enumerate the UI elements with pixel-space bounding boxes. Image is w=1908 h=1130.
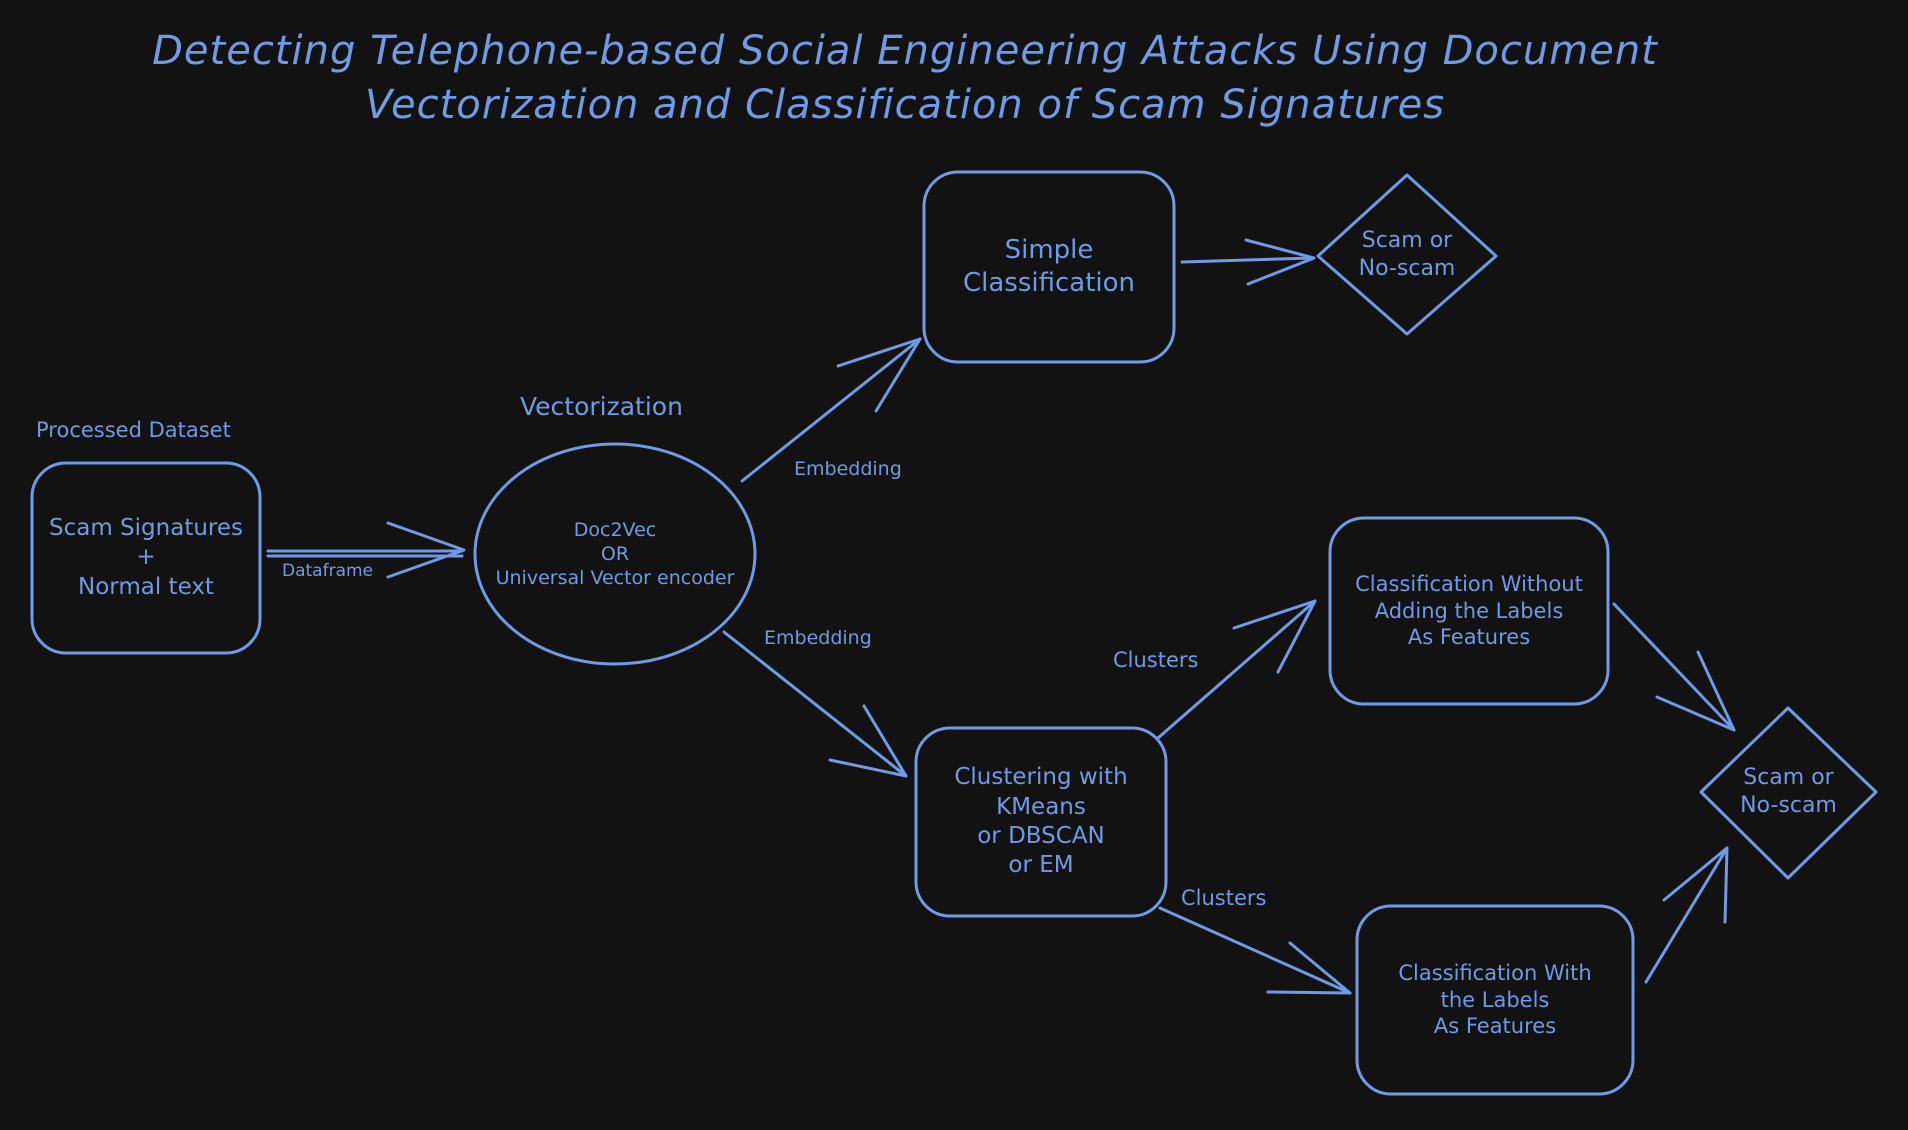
vectorizer-ellipse — [473, 442, 757, 666]
diagram-title-line-2: Vectorization and Classification of Scam… — [364, 82, 1446, 128]
decision-bottom-text: Scam or No-scam — [1701, 737, 1876, 847]
edge-label-embedding-top: Embedding — [794, 458, 902, 480]
vectorizer-line-3: Universal Vector encoder — [495, 567, 735, 590]
arrow-without-to-decision — [1612, 602, 1736, 732]
decision-top-text: Scam or No-scam — [1318, 200, 1496, 310]
edge-label-dataframe: Dataframe — [282, 561, 374, 581]
classification-with-box — [1355, 904, 1635, 1096]
arrow-with-to-decision — [1644, 846, 1729, 984]
arrow-vectorizer-to-clustering — [722, 630, 908, 778]
clustering-text: Clustering with KMeans or DBSCAN or EM — [916, 728, 1166, 916]
decision-top-diamond — [1316, 173, 1498, 336]
classification-without-text: Classification Without Adding the Labels… — [1330, 518, 1608, 704]
arrow-clustering-to-with — [1158, 906, 1352, 995]
dataset-line-3: Normal text — [78, 573, 214, 600]
clustering-line-4: or EM — [1008, 852, 1074, 879]
simple-classification-text: Simple Classification — [924, 172, 1174, 362]
classification-without-line-3: As Features — [1407, 625, 1531, 650]
dataset-box — [30, 461, 262, 655]
dataset-line-2: + — [136, 544, 156, 571]
dataset-text: Scam Signatures + Normal text — [32, 463, 260, 653]
vectorizer-text: Doc2Vec OR Universal Vector encoder — [475, 494, 755, 614]
dataset-heading: Processed Dataset — [36, 418, 231, 442]
simple-classification-line-2: Classification — [962, 268, 1136, 298]
classification-with-line-2: the Labels — [1440, 987, 1550, 1012]
decision-top-line-1: Scam or — [1361, 227, 1453, 253]
arrow-vectorizer-to-simple — [740, 337, 922, 483]
clustering-box — [914, 726, 1168, 918]
vectorizer-line-1: Doc2Vec — [573, 518, 657, 541]
edge-label-clusters-top: Clusters — [1113, 648, 1199, 672]
classification-with-line-1: Classification With — [1398, 960, 1592, 985]
arrow-simple-to-decision — [1180, 238, 1316, 286]
classification-without-box — [1328, 516, 1610, 706]
edge-label-embedding-bottom: Embedding — [764, 627, 872, 649]
simple-classification-line-1: Simple — [1004, 234, 1094, 265]
decision-bottom-diamond — [1699, 706, 1878, 880]
dataset-line-1: Scam Signatures — [49, 514, 243, 541]
vectorizer-line-2: OR — [600, 542, 630, 565]
decision-top-line-2: No-scam — [1358, 256, 1456, 281]
clustering-line-1: Clustering with — [954, 764, 1128, 791]
decision-bottom-line-1: Scam or — [1743, 764, 1834, 790]
edge-label-clusters-bottom: Clusters — [1181, 886, 1267, 910]
clustering-line-3: or DBSCAN — [977, 823, 1105, 849]
classification-without-line-1: Classification Without — [1355, 571, 1583, 596]
classification-without-line-2: Adding the Labels — [1374, 598, 1564, 623]
simple-classification-box — [922, 170, 1176, 364]
clustering-line-2: KMeans — [996, 793, 1086, 820]
arrow-dataset-to-vectorizer — [266, 521, 466, 579]
diagram-title-line-1: Detecting Telephone-based Social Enginee… — [152, 28, 1658, 74]
vectorization-heading: Vectorization — [520, 392, 683, 421]
arrow-clustering-to-without — [1156, 599, 1317, 740]
decision-bottom-line-2: No-scam — [1740, 793, 1837, 818]
classification-with-line-3: As Features — [1433, 1014, 1557, 1039]
classification-with-text: Classification With the Labels As Featur… — [1357, 906, 1633, 1094]
